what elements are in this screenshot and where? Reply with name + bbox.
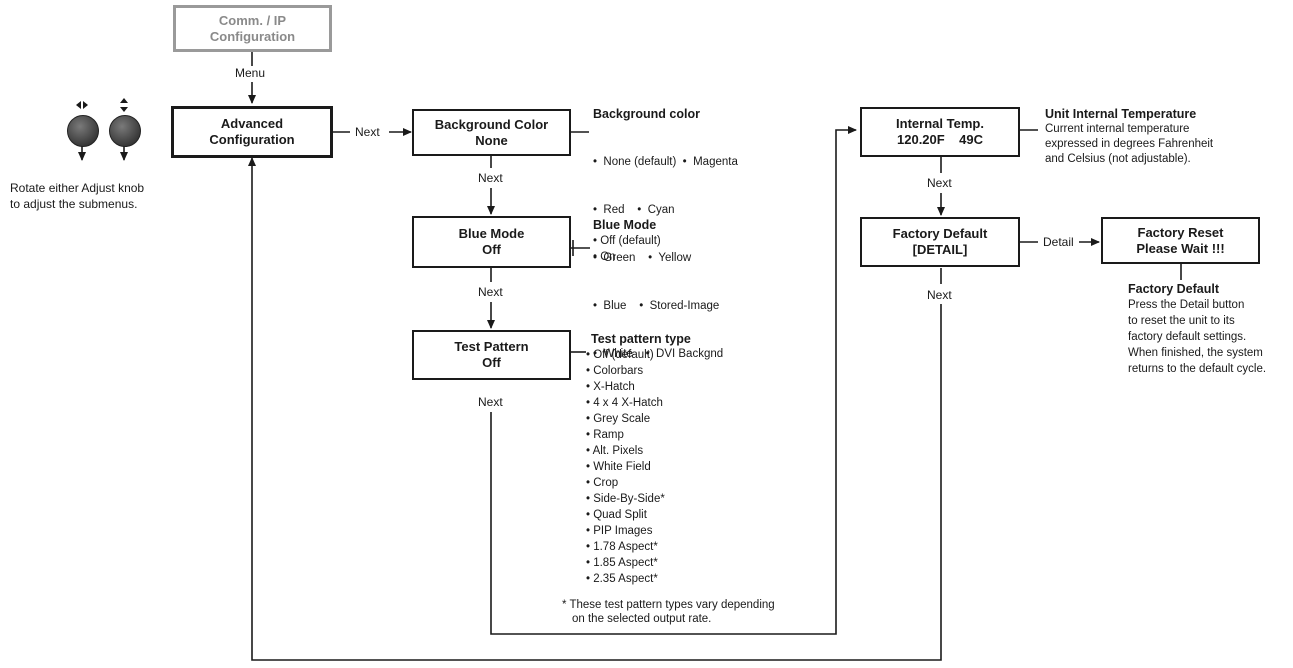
option: • 1.78 Aspect* bbox=[586, 541, 658, 553]
note-heading: Unit Internal Temperature bbox=[1045, 107, 1197, 121]
test-pattern-box: Test Pattern Off bbox=[412, 330, 571, 380]
note-line: returns to the default cycle. bbox=[1128, 363, 1267, 375]
option: • Ramp bbox=[586, 429, 624, 441]
option: • X-Hatch bbox=[586, 381, 635, 393]
option: • Red • Cyan bbox=[593, 204, 675, 216]
option: • Crop bbox=[586, 477, 619, 489]
left-right-arrows-icon bbox=[76, 101, 88, 109]
factory-default-box: Factory Default [DETAIL] bbox=[860, 217, 1020, 267]
knob-caption-line: Rotate either Adjust knob bbox=[10, 181, 145, 195]
return-loop-line bbox=[248, 157, 942, 661]
option: • Side-By-Side* bbox=[586, 493, 665, 505]
option: • Off (default) bbox=[593, 235, 661, 247]
test-pattern-options: • Off (default) • Colorbars • X-Hatch • … bbox=[586, 347, 691, 587]
adjust-knob-right bbox=[109, 115, 141, 147]
advanced-next-label: Next bbox=[355, 125, 380, 139]
factory-default-note: Factory Default Press the Detail button … bbox=[1128, 281, 1266, 377]
box-line: Off bbox=[482, 355, 501, 370]
box-line: 120.20F 49C bbox=[897, 132, 983, 147]
box-line: Configuration bbox=[209, 132, 295, 147]
box-line: Advanced bbox=[220, 116, 284, 131]
blue-mode-note: Blue Mode • Off (default) • On bbox=[593, 217, 661, 265]
option: • None (default) • Magenta bbox=[593, 156, 738, 168]
comm-ip-configuration-box: Comm. / IP Configuration bbox=[173, 5, 332, 52]
up-down-arrows-icon bbox=[120, 98, 128, 112]
note-heading: Blue Mode bbox=[593, 218, 657, 232]
footnote-line: on the selected output rate. bbox=[572, 613, 712, 625]
note-line: and Celsius (not adjustable). bbox=[1045, 153, 1191, 165]
test-next-line bbox=[490, 126, 857, 635]
adjust-knob-left bbox=[67, 115, 99, 147]
blue-mode-options: • Off (default) • On bbox=[593, 233, 661, 265]
blue-next-label: Next bbox=[478, 285, 503, 299]
advanced-configuration-box: Advanced Configuration bbox=[171, 106, 333, 158]
note-line: expressed in degrees Fahrenheit bbox=[1045, 138, 1214, 150]
option: • 4 x 4 X-Hatch bbox=[586, 397, 663, 409]
box-line: None bbox=[475, 132, 508, 148]
bg-next-label: Next bbox=[478, 171, 503, 185]
note-line: to reset the unit to its bbox=[1128, 315, 1235, 327]
footnote-line: * These test pattern types vary dependin… bbox=[562, 599, 775, 611]
box-line: Test Pattern bbox=[454, 339, 529, 354]
note-heading: Background color bbox=[593, 107, 700, 121]
option: • Quad Split bbox=[586, 509, 647, 521]
background-color-note: Background color • None (default) • Mage… bbox=[593, 106, 738, 394]
note-heading: Factory Default bbox=[1128, 282, 1219, 296]
box-line: Please Wait !!! bbox=[1136, 240, 1225, 256]
box-line: [DETAIL] bbox=[912, 242, 968, 257]
option: • 1.85 Aspect* bbox=[586, 557, 658, 569]
factory-reset-box: Factory Reset Please Wait !!! bbox=[1101, 217, 1260, 264]
factory-next-label: Next bbox=[927, 288, 952, 302]
menu-label: Menu bbox=[235, 66, 266, 80]
option: • Grey Scale bbox=[586, 413, 651, 425]
blue-mode-box: Blue Mode Off bbox=[412, 216, 571, 268]
knob-caption-line: to adjust the submenus. bbox=[10, 197, 138, 211]
box-line: Configuration bbox=[209, 28, 296, 44]
background-color-options: • None (default) • Magenta • Red • Cyan … bbox=[593, 122, 738, 394]
box-line: Off bbox=[482, 242, 501, 257]
option: • Green • Yellow bbox=[593, 252, 692, 264]
option: • Alt. Pixels bbox=[586, 445, 644, 457]
box-line: Comm. / IP bbox=[218, 12, 287, 28]
temperature-note: Unit Internal Temperature Current intern… bbox=[1045, 107, 1213, 167]
box-line: Factory Reset bbox=[1137, 224, 1224, 240]
option: • Blue • Stored-Image bbox=[593, 300, 720, 312]
note-line: Current internal temperature bbox=[1045, 123, 1190, 135]
box-line: Blue Mode bbox=[458, 226, 525, 241]
test-pattern-footnote: * These test pattern types vary dependin… bbox=[562, 598, 775, 626]
internal-temp-box: Internal Temp. 120.20F 49C bbox=[860, 107, 1020, 157]
note-heading: Test pattern type bbox=[591, 332, 691, 346]
temp-next-label: Next bbox=[927, 176, 952, 190]
option: • Off (default) bbox=[586, 349, 654, 361]
note-line: factory default settings. bbox=[1128, 331, 1247, 343]
option: • On bbox=[593, 251, 616, 263]
box-line: Background Color bbox=[434, 116, 549, 132]
detail-label: Detail bbox=[1043, 235, 1074, 249]
option: • 2.35 Aspect* bbox=[586, 573, 658, 585]
note-line: When finished, the system bbox=[1128, 347, 1263, 359]
background-color-box: Background Color None bbox=[412, 109, 571, 156]
option: • PIP Images bbox=[586, 525, 653, 537]
note-line: Press the Detail button bbox=[1128, 299, 1245, 311]
knob-caption: Rotate either Adjust knob to adjust the … bbox=[10, 180, 144, 212]
test-pattern-note: Test pattern type • Off (default) • Colo… bbox=[586, 331, 691, 587]
test-next-label: Next bbox=[478, 395, 503, 409]
box-line: Factory Default bbox=[892, 226, 988, 241]
box-line: Internal Temp. bbox=[896, 116, 984, 131]
option: • White • DVI Backgnd bbox=[593, 348, 724, 360]
option: • Colorbars bbox=[586, 365, 644, 377]
option: • White Field bbox=[586, 461, 651, 473]
